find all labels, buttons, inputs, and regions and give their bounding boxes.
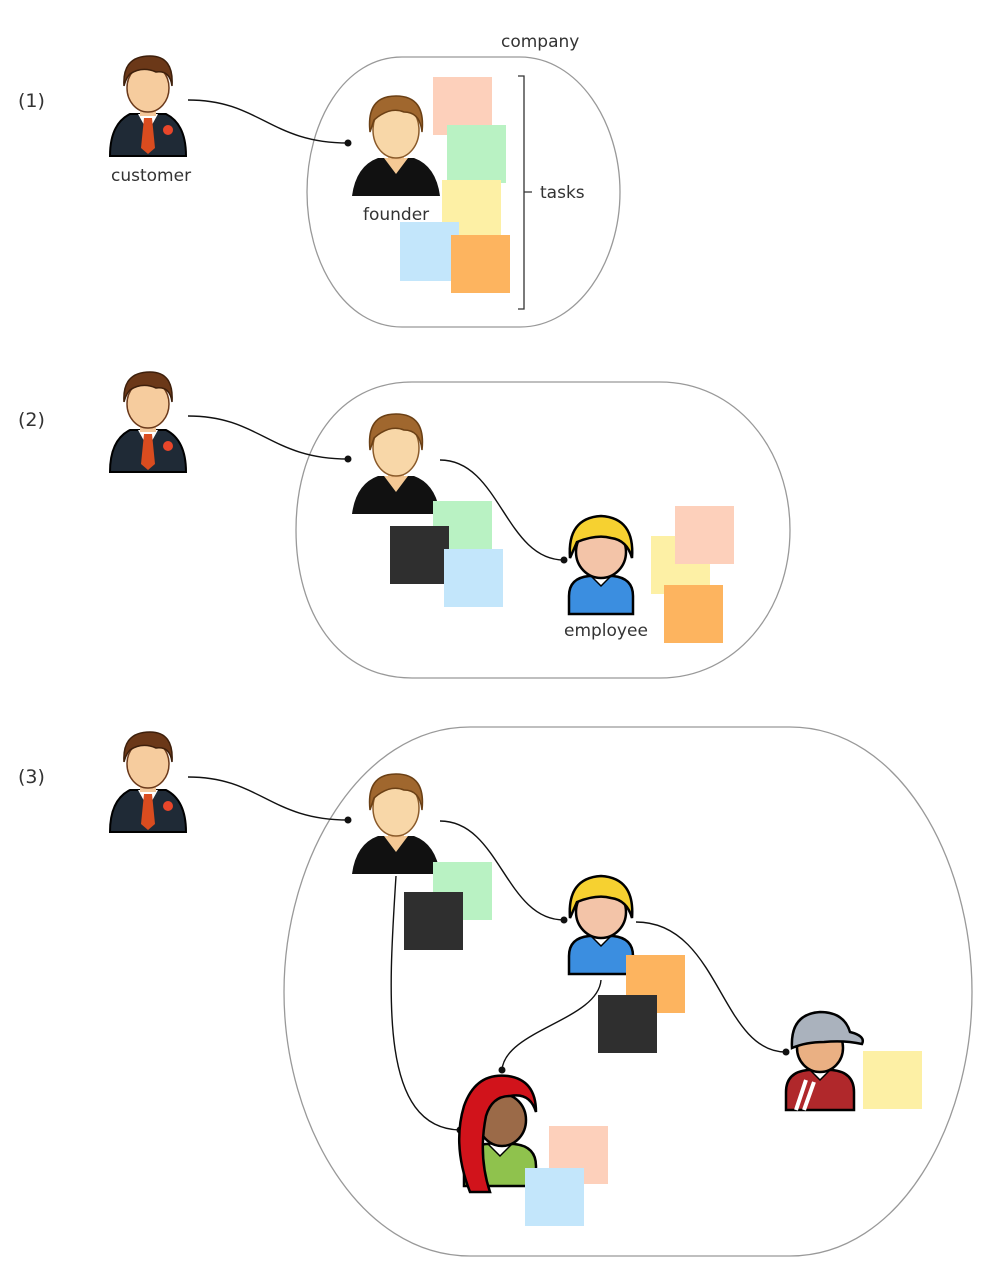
connector-employee-redhead-3 xyxy=(501,979,602,1071)
task-note-done xyxy=(598,995,657,1053)
red-haired-employee-icon xyxy=(457,1074,538,1194)
task-note-blue xyxy=(444,549,503,607)
task-notes xyxy=(390,77,922,1226)
tasks-bracket xyxy=(518,75,532,310)
connectors xyxy=(187,99,787,1131)
connector-founder-employee-3 xyxy=(439,820,565,921)
connector-customer-founder-2 xyxy=(187,415,349,460)
task-note-done xyxy=(390,526,449,584)
task-note-blue xyxy=(400,222,459,281)
connector-founder-redhead-3 xyxy=(390,875,461,1131)
connector-founder-employee-2 xyxy=(439,459,565,561)
customer-icon xyxy=(109,731,187,833)
customer-icon xyxy=(109,55,187,157)
employee-icon xyxy=(567,514,635,616)
connector-customer-founder-3 xyxy=(187,776,349,821)
stage-label-2: (2) xyxy=(18,409,45,431)
connector-customer-founder-1 xyxy=(187,99,349,144)
task-note-green xyxy=(447,125,506,183)
founder-icon xyxy=(351,773,441,875)
stage-label-3: (3) xyxy=(18,766,45,788)
company-boundary-3 xyxy=(283,726,973,1257)
task-note-done xyxy=(404,892,463,950)
founder-icon xyxy=(351,95,441,197)
company-label: company xyxy=(501,32,579,52)
customer-label: customer xyxy=(111,166,191,186)
task-note-yellow xyxy=(863,1051,922,1109)
task-note-orange xyxy=(451,235,510,293)
task-note-orange xyxy=(664,585,723,643)
company-boundary-2 xyxy=(295,381,791,679)
founder-icon xyxy=(351,413,441,515)
task-note-peach xyxy=(675,506,734,564)
customer-icon xyxy=(109,371,187,473)
employee-icon xyxy=(567,874,635,976)
employee-label: employee xyxy=(564,621,648,641)
cap-employee-icon xyxy=(784,1010,865,1112)
tasks-label: tasks xyxy=(540,183,585,203)
connector-employee-cap-3 xyxy=(635,921,787,1053)
company-boundary-1 xyxy=(306,56,621,328)
task-note-blue xyxy=(525,1168,584,1226)
stage-label-1: (1) xyxy=(18,90,45,112)
founder-label: founder xyxy=(363,205,429,225)
